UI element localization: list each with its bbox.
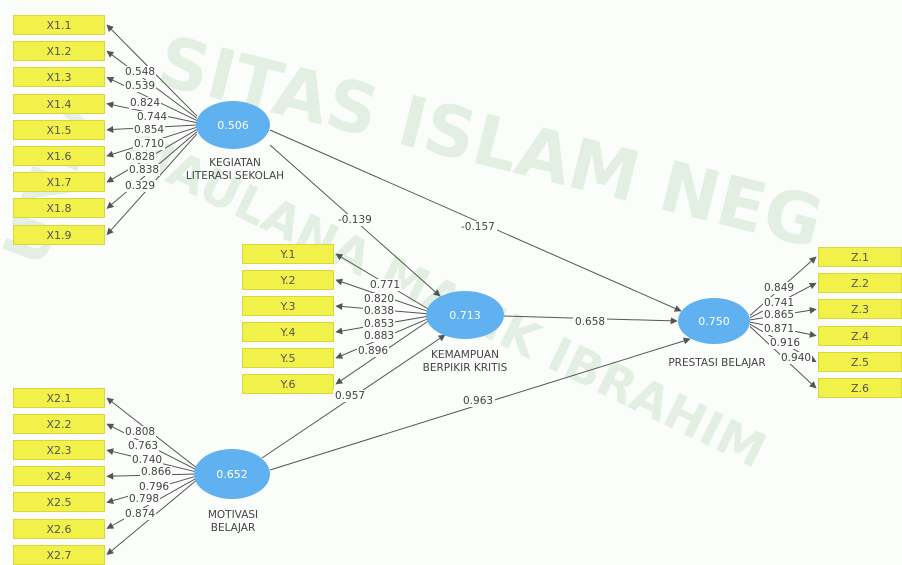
loading-y-6: 0.896 bbox=[357, 345, 390, 357]
indicator-x2-5[interactable]: X2.5 bbox=[13, 492, 105, 513]
loading-x2-5: 0.796 bbox=[138, 481, 171, 493]
loading-x2-7: 0.874 bbox=[124, 508, 157, 520]
indicator-y-6[interactable]: Y.6 bbox=[242, 374, 334, 394]
indicator-x1-1[interactable]: X1.1 bbox=[13, 15, 105, 35]
path-coef-kls-pb: -0.157 bbox=[459, 221, 497, 233]
indicator-x1-9[interactable]: X1.9 bbox=[13, 224, 105, 245]
indicator-z-1[interactable]: Z.1 bbox=[818, 247, 902, 267]
indicator-x2-3[interactable]: X2.3 bbox=[13, 440, 105, 461]
indicator-x2-2[interactable]: X2.2 bbox=[13, 414, 105, 435]
loading-x2-6: 0.798 bbox=[128, 493, 161, 505]
loading-x1-6: 0.710 bbox=[133, 138, 166, 150]
r-squared-pb: 0.750 bbox=[698, 314, 730, 328]
loading-x1-8: 0.838 bbox=[128, 164, 161, 176]
indicator-z-6[interactable]: Z.6 bbox=[818, 378, 902, 398]
indicator-x2-6[interactable]: X2.6 bbox=[13, 518, 105, 539]
loading-y-2: 0.820 bbox=[363, 293, 396, 305]
indicator-y-2[interactable]: Y.2 bbox=[242, 270, 334, 290]
r-squared-kbk: 0.713 bbox=[449, 308, 481, 322]
indicator-z-2[interactable]: Z.2 bbox=[818, 273, 902, 294]
loading-z-5: 0.916 bbox=[769, 337, 802, 349]
indicator-x1-6[interactable]: X1.6 bbox=[13, 146, 105, 166]
indicator-x1-4[interactable]: X1.4 bbox=[13, 93, 105, 114]
loading-y-1: 0.771 bbox=[369, 279, 402, 291]
indicator-x1-3[interactable]: X1.3 bbox=[13, 67, 105, 88]
label-mb-line2: BELAJAR bbox=[210, 522, 256, 534]
loading-x1-4: 0.744 bbox=[136, 111, 169, 123]
loading-z-2: 0.741 bbox=[763, 297, 796, 309]
indicator-z-3[interactable]: Z.3 bbox=[818, 299, 902, 320]
label-mb-line1: MOTIVASI bbox=[207, 509, 259, 521]
loading-x2-4: 0.866 bbox=[140, 466, 173, 478]
label-kemampuan-berpikir-kritis: KEMAMPUAN BERPIKIR KRITIS bbox=[400, 349, 530, 375]
indicator-z-4[interactable]: Z.4 bbox=[818, 325, 902, 346]
indicator-x1-8[interactable]: X1.8 bbox=[13, 198, 105, 219]
loading-x2-2: 0.763 bbox=[127, 440, 160, 452]
indicator-y-5[interactable]: Y.5 bbox=[242, 348, 334, 368]
label-kbk-line2: BERPIKIR KRITIS bbox=[422, 362, 508, 374]
indicator-x2-1[interactable]: X2.1 bbox=[13, 388, 105, 408]
loading-z-6: 0.940 bbox=[780, 352, 813, 364]
indicator-z-5[interactable]: Z.5 bbox=[818, 351, 902, 372]
indicator-x2-4[interactable]: X2.4 bbox=[13, 466, 105, 487]
indicator-x1-5[interactable]: X1.5 bbox=[13, 119, 105, 140]
path-coef-mb-pb: 0.963 bbox=[461, 395, 496, 407]
indicator-y-3[interactable]: Y.3 bbox=[242, 296, 334, 316]
label-motivasi-belajar: MOTIVASI BELAJAR bbox=[168, 509, 298, 535]
latent-motivasi-belajar[interactable]: 0.652 bbox=[194, 449, 270, 499]
path-coef-kbk-pb: 0.658 bbox=[573, 316, 608, 328]
loading-z-3: 0.865 bbox=[763, 309, 796, 321]
path-coef-mb-kbk: 0.957 bbox=[333, 390, 368, 402]
path-arrow-kls-pb bbox=[269, 129, 682, 312]
label-prestasi-belajar: PRESTASI BELAJAR bbox=[652, 357, 782, 370]
loading-x1-3: 0.824 bbox=[129, 97, 162, 109]
latent-kemampuan-berpikir-kritis[interactable]: 0.713 bbox=[426, 291, 504, 339]
latent-prestasi-belajar[interactable]: 0.750 bbox=[678, 298, 750, 344]
indicator-x2-7[interactable]: X2.7 bbox=[13, 544, 105, 565]
label-kegiatan-literasi-sekolah: KEGIATAN LITERASI SEKOLAH bbox=[170, 157, 300, 183]
path-coef-kls-kbk: -0.139 bbox=[336, 214, 374, 226]
loading-z-4: 0.871 bbox=[763, 323, 796, 335]
r-squared-kls: 0.506 bbox=[217, 118, 249, 132]
label-kls-line2: LITERASI SEKOLAH bbox=[185, 170, 285, 182]
indicator-x1-2[interactable]: X1.2 bbox=[13, 41, 105, 62]
label-kbk-line1: KEMAMPUAN bbox=[431, 349, 499, 361]
loading-x1-2: 0.539 bbox=[124, 80, 157, 92]
label-kls-line1: KEGIATAN bbox=[209, 157, 261, 169]
loading-x2-1: 0.808 bbox=[124, 426, 157, 438]
loading-x1-9: 0.329 bbox=[124, 180, 157, 192]
r-squared-mb: 0.652 bbox=[216, 467, 248, 481]
loading-x1-5: 0.854 bbox=[133, 124, 166, 136]
latent-kegiatan-literasi-sekolah[interactable]: 0.506 bbox=[196, 101, 270, 149]
indicator-y-1[interactable]: Y.1 bbox=[242, 244, 334, 264]
loading-y-4: 0.853 bbox=[363, 318, 396, 330]
loading-x1-7: 0.828 bbox=[124, 151, 157, 163]
indicator-x1-7[interactable]: X1.7 bbox=[13, 172, 105, 193]
loading-x1-1: 0.548 bbox=[124, 66, 157, 78]
loading-y-3: 0.838 bbox=[363, 305, 396, 317]
loading-x2-3: 0.740 bbox=[131, 454, 164, 466]
loading-z-1: 0.849 bbox=[763, 282, 796, 294]
loading-y-5: 0.883 bbox=[363, 330, 396, 342]
label-pb-line1: PRESTASI BELAJAR bbox=[668, 357, 766, 369]
indicator-y-4[interactable]: Y.4 bbox=[242, 322, 334, 342]
